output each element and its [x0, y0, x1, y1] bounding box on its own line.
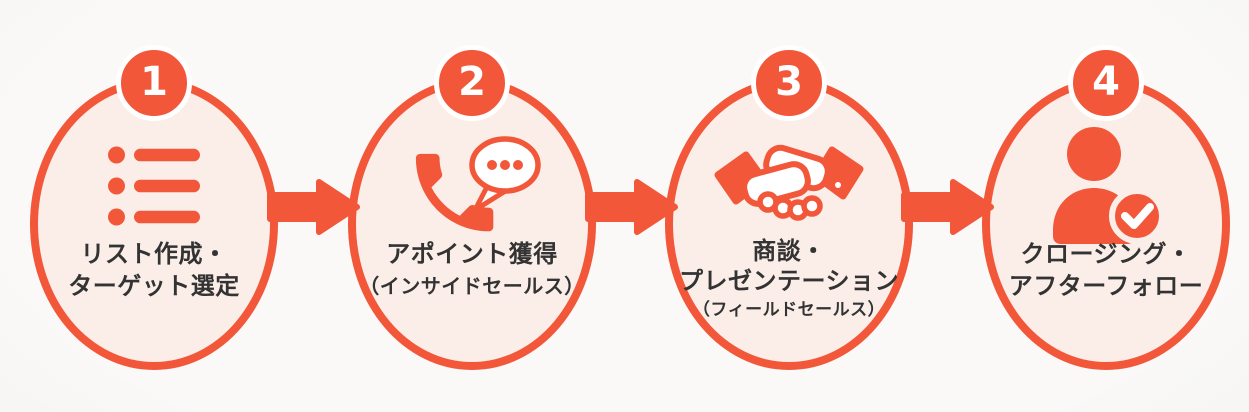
step-label-line: （フィールドセールス）	[692, 300, 886, 320]
step-1: 1 リスト作成・ ターゲット選定	[30, 45, 278, 370]
step-label: クロージング・ アフターフォロー	[982, 238, 1230, 302]
phone-chat-icon	[348, 128, 596, 244]
step-label-line: クロージング・	[1020, 240, 1192, 268]
step-number: 2	[458, 59, 486, 105]
step-label-line: アフターフォロー	[1008, 272, 1204, 300]
step-number-badge: 2	[434, 45, 510, 121]
step-label-line: 商談・	[752, 237, 826, 265]
person-check-icon	[982, 127, 1230, 244]
step-2: 2 アポイント獲得 （インサイドセールス）	[348, 45, 596, 370]
step-label-line: （インサイドセールス）	[359, 274, 585, 298]
arrow-right-icon	[900, 176, 995, 238]
step-label-line: アポイント獲得	[386, 240, 558, 268]
step-label: リスト作成・ ターゲット選定	[30, 238, 278, 302]
arrow-right-icon	[266, 176, 361, 238]
step-label: アポイント獲得 （インサイドセールス）	[348, 238, 596, 302]
step-label-line: プレゼンテーション	[678, 267, 900, 295]
step-label: 商談・ プレゼンテーション （フィールドセールス）	[665, 236, 913, 324]
step-number-badge: 3	[751, 45, 827, 121]
step-number-badge: 4	[1068, 45, 1144, 121]
step-number: 3	[775, 59, 803, 105]
list-icon	[30, 128, 278, 244]
arrow-right-icon	[584, 176, 679, 238]
step-3: 3 商談・ プレゼ	[665, 45, 913, 370]
handshake-icon	[665, 128, 913, 244]
step-number-badge: 1	[116, 45, 192, 121]
step-label-line: ターゲット選定	[68, 272, 240, 300]
step-4: 4 クロージング・ アフターフォロー	[982, 45, 1230, 370]
step-number: 4	[1092, 59, 1120, 105]
step-number: 1	[140, 59, 168, 105]
step-label-line: リスト作成・	[80, 240, 228, 268]
